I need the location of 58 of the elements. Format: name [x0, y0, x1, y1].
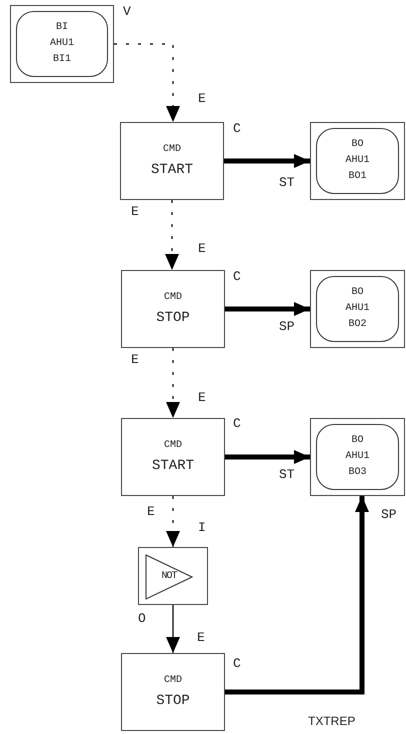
point-name: BI1	[52, 54, 71, 66]
pin-name: E	[198, 391, 206, 405]
arrow	[224, 154, 310, 168]
point-name: BO	[351, 435, 364, 447]
point-name: BO3	[348, 467, 366, 479]
command-value: STOP	[156, 692, 190, 710]
pin-name: E	[198, 92, 206, 106]
pin-name: ST	[279, 176, 295, 190]
command-value: START	[152, 457, 194, 475]
command-block	[120, 122, 224, 200]
pin-name: E	[198, 242, 206, 256]
block-type: CMD	[164, 439, 182, 453]
dashed-arrow	[166, 496, 180, 547]
pin-name: C	[233, 417, 241, 431]
point-name: BO1	[348, 171, 366, 183]
gate-label: NOT	[161, 570, 176, 582]
block-type: CMD	[164, 291, 182, 305]
point-name: AHU1	[345, 303, 370, 315]
block-type: CMD	[162, 143, 181, 157]
dashed-arrow	[114, 43, 180, 122]
point-name: BO2	[348, 319, 366, 331]
arrow	[225, 496, 369, 694]
pin-name: C	[233, 270, 241, 284]
pin-name: I	[198, 521, 206, 535]
pin-name: E	[197, 631, 205, 645]
command-value: STOP	[156, 309, 190, 327]
point-block	[10, 5, 114, 83]
pin-name: SP	[381, 508, 397, 522]
point-block	[310, 418, 405, 496]
pin-name: O	[138, 612, 146, 626]
pin-name: E	[147, 505, 155, 519]
dashed-arrow	[166, 348, 180, 418]
pin-name: C	[233, 657, 241, 671]
point-block	[310, 270, 405, 348]
command-block	[121, 270, 225, 348]
block-note: TXTREP	[308, 714, 356, 728]
pin-name: E	[131, 205, 139, 219]
command-block	[121, 418, 225, 496]
point-name: AHU1	[345, 451, 370, 463]
point-name: AHU1	[50, 38, 74, 50]
pin-name: E	[131, 353, 139, 367]
command-value: START	[150, 161, 193, 179]
point-name: BI	[56, 22, 68, 34]
point-block	[310, 122, 405, 200]
arrow	[166, 605, 180, 653]
pin-name: V	[123, 5, 131, 19]
arrow	[225, 302, 310, 316]
pin-name: SP	[279, 320, 295, 334]
dashed-arrow	[165, 200, 179, 270]
point-name: BO	[351, 139, 364, 151]
point-name: BO	[351, 287, 364, 299]
block-type: CMD	[164, 674, 182, 688]
command-block	[121, 653, 225, 731]
logic-gate-block	[138, 547, 208, 605]
pin-name: ST	[279, 468, 295, 482]
arrow	[225, 450, 310, 464]
point-name: AHU1	[345, 155, 370, 167]
pin-name: C	[233, 122, 241, 136]
